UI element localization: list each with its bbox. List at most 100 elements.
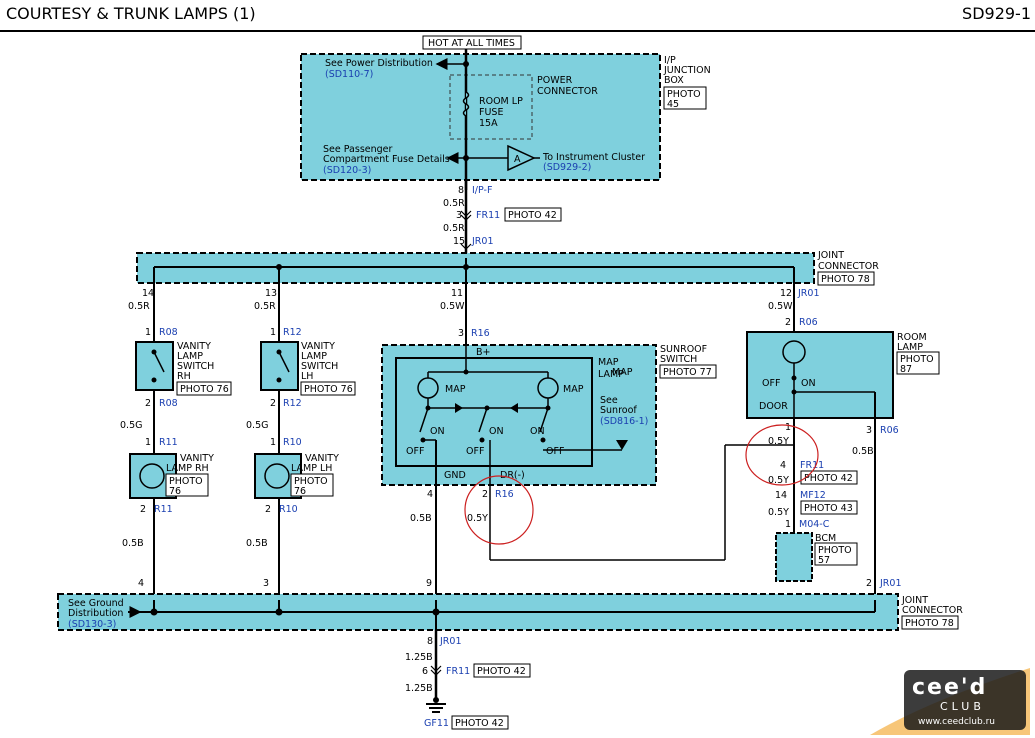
rl-pin-1: 1 (785, 422, 791, 433)
gf-wire-2: 1.25B (405, 683, 433, 694)
sr-dr: DR(-) (500, 470, 525, 481)
gf-gf11-photo: PHOTO 42 (455, 718, 504, 729)
rl-pin-3: 3 (866, 425, 872, 436)
main-pin-15: 15 (453, 236, 465, 247)
gf-pin-8: 8 (427, 636, 433, 647)
sunroof-switch-label-1: SUNROOF (660, 344, 707, 355)
sr-on-2: ON (489, 426, 504, 437)
marker-a-triangle (507, 144, 536, 172)
page-header: COURTESY & TRUNK LAMPS (1) SD929-1 (0, 0, 1035, 32)
vlh-pin-2: 2 (270, 398, 276, 409)
room-lamp-label-1: ROOM (897, 332, 927, 343)
rl-pin-4: 4 (780, 460, 786, 471)
room-lamp-label-2: LAMP (897, 342, 923, 353)
power-connector-box (449, 74, 533, 140)
vlh-switch-4: LH (301, 371, 313, 382)
ground-ref-2: Distribution (68, 608, 123, 619)
vlh-lamp-photo-2: 76 (294, 486, 306, 497)
vlh-conn: R12 (283, 327, 302, 338)
power-dist-ref: See Power Distribution (325, 58, 433, 69)
rl-wire-y1: 0.5Y (768, 436, 789, 447)
sr-on-3: ON (530, 426, 545, 437)
power-dist-code: (SD110-7) (325, 69, 373, 80)
room-lamp-photo-1: PHOTO (900, 354, 934, 365)
vlh-lamp-photo-1: PHOTO (294, 476, 328, 487)
ground-ref-1: See Ground (68, 598, 124, 609)
joint-top-photo: PHOTO 78 (821, 274, 870, 285)
sr-pin-3: 3 (458, 328, 464, 339)
vrh-wire-2: 0.5G (120, 420, 142, 431)
gf-jr01: JR01 (439, 636, 462, 647)
sunroof-switch-photo: PHOTO 77 (663, 367, 712, 378)
power-connector-line1: POWER (537, 75, 573, 86)
vrh-lamp-photo-2: 76 (169, 486, 181, 497)
bcm-photo-1: PHOTO (818, 545, 852, 556)
sr-off-3: OFF (546, 446, 564, 457)
vrh-wire-3: 0.5B (122, 538, 144, 549)
see-sunroof-2: Sunroof (600, 405, 637, 416)
vrh-switch-4: RH (177, 371, 191, 382)
rl-m04c: M04-C (799, 519, 830, 530)
vlh-pin-2b: 2 (265, 504, 271, 515)
vrh-switch-3: SWITCH (177, 361, 214, 372)
rl-conn: R06 (799, 317, 818, 328)
main-fr11: FR11 (476, 210, 500, 221)
rl-fr11-photo: PHOTO 42 (804, 473, 853, 484)
vlh-conn-4: R10 (279, 504, 298, 515)
rl-fr11: FR11 (800, 460, 824, 471)
sr-on-1: ON (430, 426, 445, 437)
vlh-pin-1b: 1 (270, 437, 276, 448)
sr-pin-4: 4 (427, 489, 433, 500)
vlh-wire-2: 0.5G (246, 420, 268, 431)
ground-code: (SD130-3) (68, 619, 116, 630)
map-lamp-label-0: MAP (598, 357, 619, 368)
highlight-circle-dr (464, 475, 534, 545)
junction-box-photo-1: PHOTO (667, 89, 701, 100)
vlh-switch-1: VANITY (301, 341, 335, 352)
see-sunroof-code: (SD816-1) (600, 416, 648, 427)
vanity-rh-switch (135, 341, 174, 391)
sr-off-2: OFF (466, 446, 484, 457)
junction-box-label-2: JUNCTION (663, 65, 711, 76)
rl-wire-b: 0.5B (852, 446, 874, 457)
instrument-ref: To Instrument Cluster (542, 152, 645, 163)
gf-pin-6: 6 (422, 666, 428, 677)
vrh-pin-14: 14 (142, 288, 154, 299)
diagram-code: SD929-1 (962, 4, 1031, 23)
gf-fr11: FR11 (446, 666, 470, 677)
vlh-lamp-1: VANITY (305, 453, 339, 464)
joint-bottom-label-1: JOINT (901, 595, 928, 606)
sr-gnd: GND (444, 470, 466, 481)
vlh-pin-13: 13 (265, 288, 277, 299)
vrh-lamp-1: VANITY (180, 453, 214, 464)
vanity-lh-switch (260, 341, 299, 391)
bcm-photo-2: 57 (818, 555, 830, 566)
logo-brand: cee'd (912, 675, 987, 700)
fuse-line2: FUSE (479, 107, 503, 118)
rl-jr01b: JR01 (879, 578, 902, 589)
vrh-conn-4: R11 (154, 504, 173, 515)
hot-at-all-times-label: HOT AT ALL TIMES (428, 38, 515, 49)
map-lamp-label-1: MAP (612, 367, 633, 378)
rl-wire-1: 0.5W (768, 301, 793, 312)
instrument-code: (SD929-2) (543, 162, 591, 173)
vlh-conn-3: R10 (283, 437, 302, 448)
sr-conn: R16 (471, 328, 490, 339)
logo-club: CLUB (940, 700, 985, 713)
main-ipf: I/P-F (472, 185, 492, 196)
vrh-pin-1b: 1 (145, 437, 151, 448)
vlh-switch-photo: PHOTO 76 (304, 384, 353, 395)
sunroof-switch-label-2: SWITCH (660, 354, 697, 365)
vrh-pin-2: 2 (145, 398, 151, 409)
diagram-title: COURTESY & TRUNK LAMPS (1) (6, 4, 256, 23)
fuse-line1: ROOM LP (479, 96, 523, 107)
gf-fr11-photo: PHOTO 42 (477, 666, 526, 677)
sr-bplus: B+ (476, 347, 490, 358)
fuse-line3: 15A (479, 118, 498, 129)
room-lamp-photo-2: 87 (900, 364, 912, 375)
main-wire-2: 0.5R (443, 223, 465, 234)
vlh-pin-1: 1 (270, 327, 276, 338)
rl-pin-2b: 2 (866, 578, 872, 589)
sr-off-1: OFF (406, 446, 424, 457)
